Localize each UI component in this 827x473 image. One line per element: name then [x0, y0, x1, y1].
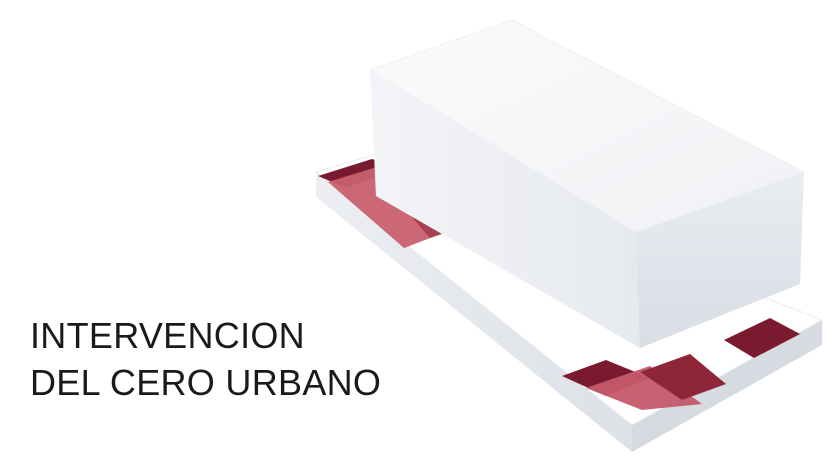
caption-line-2: DEL CERO URBANO: [30, 362, 382, 403]
floating-volume: [368, 19, 806, 348]
volume-top-face: [368, 19, 806, 233]
volume-side-face: [636, 172, 804, 348]
red-zone-lower-mid: [640, 354, 726, 400]
caption-line-1: INTERVENCION: [30, 315, 305, 356]
red-zone-right: [724, 318, 800, 358]
base-right-edge: [632, 320, 822, 452]
red-zone-upper-light: [328, 166, 446, 248]
base-front-edge: [316, 172, 632, 452]
diagram-caption: INTERVENCION DEL CERO URBANO: [30, 312, 381, 406]
red-zone-lower-light: [586, 366, 702, 410]
volume-front-face: [370, 70, 640, 348]
